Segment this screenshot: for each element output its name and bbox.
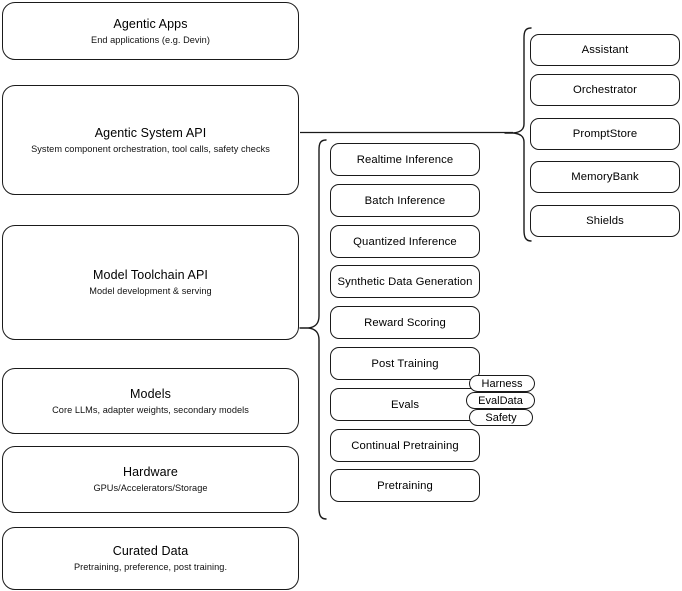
- capability-label: Reward Scoring: [364, 316, 446, 329]
- layer-box-agentic-system-api[interactable]: Agentic System API System component orch…: [2, 85, 299, 195]
- layer-title: Agentic System API: [94, 125, 207, 140]
- layer-box-hardware[interactable]: Hardware GPUs/Accelerators/Storage: [2, 446, 299, 513]
- eval-badge-label: Harness: [481, 377, 523, 390]
- eval-badge-label: EvalData: [478, 394, 523, 407]
- capability-chip-quantized-inference[interactable]: Quantized Inference: [330, 225, 480, 258]
- layer-title: Hardware: [123, 465, 178, 479]
- capability-label: Synthetic Data Generation: [337, 275, 473, 288]
- layer-box-models[interactable]: Models Core LLMs, adapter weights, secon…: [2, 368, 299, 434]
- system-component-chip-promptstore[interactable]: PromptStore: [530, 118, 680, 150]
- layer-subtitle: End applications (e.g. Devin): [91, 34, 210, 45]
- connector-system-api-to-components: [300, 131, 513, 134]
- capability-label: Quantized Inference: [353, 235, 457, 248]
- capability-chip-batch-inference[interactable]: Batch Inference: [330, 184, 480, 217]
- eval-badge-evaldata[interactable]: EvalData: [466, 392, 535, 409]
- eval-badge-label: Safety: [485, 411, 517, 424]
- layer-subtitle: Pretraining, preference, post training.: [73, 562, 228, 572]
- layer-title: Agentic Apps: [113, 16, 188, 31]
- capability-chip-pretraining[interactable]: Pretraining: [330, 469, 480, 502]
- system-component-label: Orchestrator: [573, 84, 637, 96]
- layer-subtitle: Model development & serving: [89, 286, 212, 296]
- capability-label: Batch Inference: [364, 194, 446, 207]
- system-component-label: Shields: [586, 215, 624, 227]
- system-component-chip-assistant[interactable]: Assistant: [530, 34, 680, 66]
- capability-chip-continual-pretraining[interactable]: Continual Pretraining: [330, 429, 480, 462]
- capability-label: Pretraining: [377, 479, 433, 492]
- capability-chip-evals[interactable]: Evals: [330, 388, 480, 421]
- system-component-chip-shields[interactable]: Shields: [530, 205, 680, 237]
- system-component-chip-memorybank[interactable]: MemoryBank: [530, 161, 680, 193]
- brace-toolchain-capabilities: [299, 139, 327, 520]
- system-component-label: MemoryBank: [571, 171, 639, 183]
- capability-label: Evals: [390, 398, 420, 411]
- brace-system-components: [504, 27, 532, 242]
- capability-label: Post Training: [371, 357, 439, 370]
- layer-box-agentic-apps[interactable]: Agentic Apps End applications (e.g. Devi…: [2, 2, 299, 60]
- layer-title: Model Toolchain API: [93, 268, 208, 282]
- eval-badge-harness[interactable]: Harness: [469, 375, 535, 392]
- capability-chip-post-training[interactable]: Post Training: [330, 347, 480, 380]
- layer-subtitle: Core LLMs, adapter weights, secondary mo…: [52, 404, 249, 415]
- capability-label: Realtime Inference: [356, 153, 454, 166]
- layer-subtitle: GPUs/Accelerators/Storage: [93, 483, 208, 493]
- layer-box-model-toolchain-api[interactable]: Model Toolchain API Model development & …: [2, 225, 299, 340]
- eval-badge-safety[interactable]: Safety: [469, 409, 533, 426]
- layer-subtitle: System component orchestration, tool cal…: [31, 143, 270, 154]
- system-component-label: PromptStore: [572, 128, 638, 140]
- capability-label: Continual Pretraining: [351, 439, 459, 452]
- capability-chip-reward-scoring[interactable]: Reward Scoring: [330, 306, 480, 339]
- capability-chip-synthetic-data-generation[interactable]: Synthetic Data Generation: [330, 265, 480, 298]
- layer-title: Curated Data: [112, 544, 189, 558]
- capability-chip-realtime-inference[interactable]: Realtime Inference: [330, 143, 480, 176]
- system-component-label: Assistant: [581, 44, 629, 56]
- system-component-chip-orchestrator[interactable]: Orchestrator: [530, 74, 680, 106]
- layer-title: Models: [130, 386, 171, 401]
- layer-box-curated-data[interactable]: Curated Data Pretraining, preference, po…: [2, 527, 299, 590]
